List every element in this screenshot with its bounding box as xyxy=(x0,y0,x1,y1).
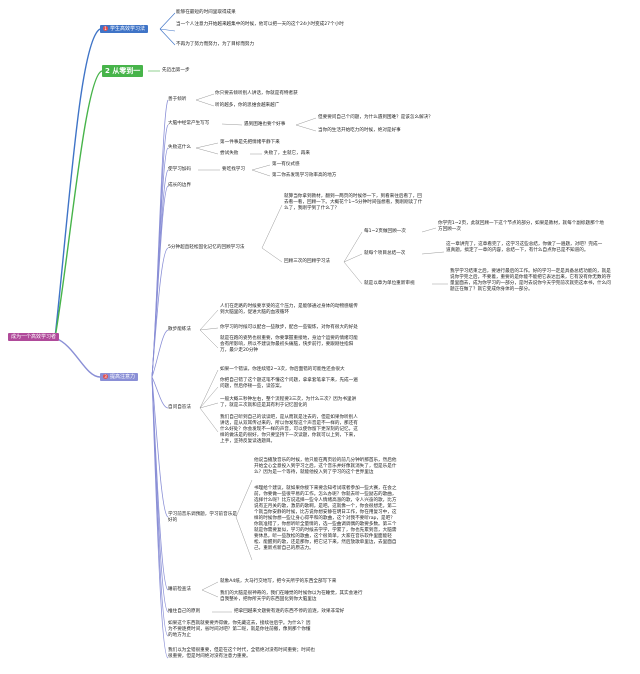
leaf-text: 我们以为全错很重要，但是在这个时代，全错绝对没有时间重要；时间也很重要，但是时间… xyxy=(168,648,316,659)
leaf-text: 他说当播放音乐的时候，他只能在两页验的前几分钟听那首乐，然后他开始全心全意投入到… xyxy=(254,458,397,475)
topic-self-principle[interactable]: 推住自己的原则 xyxy=(168,609,201,614)
leaf-text: 我们自己听到自己的读读吧，是从而就是注去的，但是如果你听别人讲话，是从双耳传过来… xyxy=(220,415,358,444)
topic-failure[interactable]: 失败这什么 xyxy=(168,145,191,150)
leaf-text: 第二你去发现学习效率高的地方 xyxy=(272,173,337,178)
leaf-text: 就是在跑的姿势也很重要，你要掌握重接地，身边个运要的情绪可能会有所影响，所以不建… xyxy=(220,336,358,353)
topic-music-method[interactable]: 学习前音乐调预题，学习前音乐是好的 xyxy=(168,512,237,523)
leaf-text: 如果这个东西就就要要弄得做，你先藏这去，接续往后学。为什么？因为不要逐费时间，省… xyxy=(168,621,311,638)
leaf-text: 一般大概三秒钟左右，整个流程要3三次，为什么三次？因为书里讲了，就是三次就和应是… xyxy=(220,397,357,408)
leaf-text: 就象A4纸，大马行交地写，把今天所学的东西全部写下来 xyxy=(220,579,337,584)
root-node[interactable]: 成为一个高效学习者 xyxy=(8,333,60,341)
leaf-text: 能够在最短的时间里取得成果 xyxy=(176,10,236,15)
leaf-text: 你学完1~2页，此就回顾一下这个节点的部分，如果是教材，就每个副标题那个地方回顾… xyxy=(438,221,604,232)
leaf-text: 如果一个错误，你连续错2~3次，你后面错的可能性还会很大 xyxy=(220,367,345,372)
branch-zero-to-one[interactable]: 2 从零到一 xyxy=(102,65,144,77)
leaf-text: 但要要问自己个问题，为什么遇到困难？是该怎么解决？ xyxy=(318,115,433,120)
branch-number-badge: 3 xyxy=(103,374,108,379)
leaf-text: 听的越多，你的思维会越来越广 xyxy=(215,103,280,108)
branch-number-badge: 1 xyxy=(103,26,108,31)
branch-label: 学生高效学习法 xyxy=(110,26,146,32)
step-label: 就是以章为单位重新审视 xyxy=(364,281,415,286)
leaf-text: 你学习的时候可以配合一些散步，配合一些锻炼，对你有很大的好处 xyxy=(220,325,358,330)
sub-topic: 回顾三次的回顾学习法 xyxy=(284,259,330,264)
branch-label: 提高注意力 xyxy=(110,374,136,380)
topic-growth-boundary[interactable]: 成长的边界 xyxy=(168,183,191,188)
leaf-text: 我学学习结束之后，要进行最后的工作。好的学习一定是具备总结功能的，就是说你学完之… xyxy=(450,269,611,292)
step-label: 每1~2页做回顾一次 xyxy=(364,229,406,234)
sub-topic: 遇到困难也要个好事 xyxy=(244,122,286,127)
leaf-text: 人们在走路的时候要享受的这个压力，是能够通过身体的动物感缓传到大脑里的，促进大脑… xyxy=(220,304,358,315)
leaf-text: 失败了，主就它，再来 xyxy=(264,151,310,156)
leaf-text: 就算当你拿到教材，翻到一两页的时候停一下，到看来往后看了，回去看一看，回顾一下。… xyxy=(284,194,423,211)
leaf-text: 当你的生活开始吃力的时候，绝对是好事 xyxy=(318,128,401,133)
leaf-text: 我们的大脑是很神奇的，我们在睡觉的时候你以为在睡觉，其实会进行自我整补，把你所天… xyxy=(220,591,363,602)
topic-study-boost[interactable]: 使学习加码 xyxy=(168,167,191,172)
branch-label: 从零到一 xyxy=(112,67,141,75)
leaf-text: 书理给个建议，就如果你接下来要念知考试或者参加一些大赛，在会之前，你要做一些很平… xyxy=(254,486,397,551)
leaf-text: 你把自己错了这个题这笔不懂这个问题，拿拿套笔拿下来，先成一遍问题，然后停顿一些，… xyxy=(220,378,358,389)
topic-walk-method[interactable]: 散步能练法 xyxy=(168,327,191,332)
sub-topic: 要吃找学习 xyxy=(222,167,245,172)
topic-review-method[interactable]: 5分钟超直轻松固化记忆的回顾学习法 xyxy=(168,245,245,250)
leaf-text: 先迈出第一步 xyxy=(162,68,190,73)
topic-self-qa[interactable]: 自问自答法 xyxy=(168,405,191,410)
leaf-text: 尝试失败 xyxy=(220,151,239,156)
step-label: 就每个项目总结一次 xyxy=(364,251,406,256)
leaf-text: 把拿回越来文题要有逐的东西不停的追逐，效果非常好 xyxy=(234,609,345,614)
leaf-text: 这一章讲完了，这章看完了，这学习这些总结，你做了一遍题，对吧？完成一道真题，搞定… xyxy=(446,242,603,253)
branch-number: 2 xyxy=(105,67,110,75)
topic-listen[interactable]: 善于倾听 xyxy=(168,97,187,102)
topic-brain-writing[interactable]: 大脑中经常产生写写 xyxy=(168,121,210,126)
leaf-text: 第一有仪式感 xyxy=(272,162,300,167)
leaf-text: 当一个人注意力开始越来越集中的时候，他可以把一天的这个24小时变成27个小时 xyxy=(176,22,344,27)
leaf-text: 你只要去倾听别人讲话，你就是有特者获 xyxy=(215,91,298,96)
leaf-text: 不再为了努力而努力，为了目标而努力 xyxy=(176,42,255,47)
topic-bedtime-check[interactable]: 睡前检查法 xyxy=(168,587,191,592)
leaf-text: 第一件事是先把情绪平静下来 xyxy=(220,140,280,145)
